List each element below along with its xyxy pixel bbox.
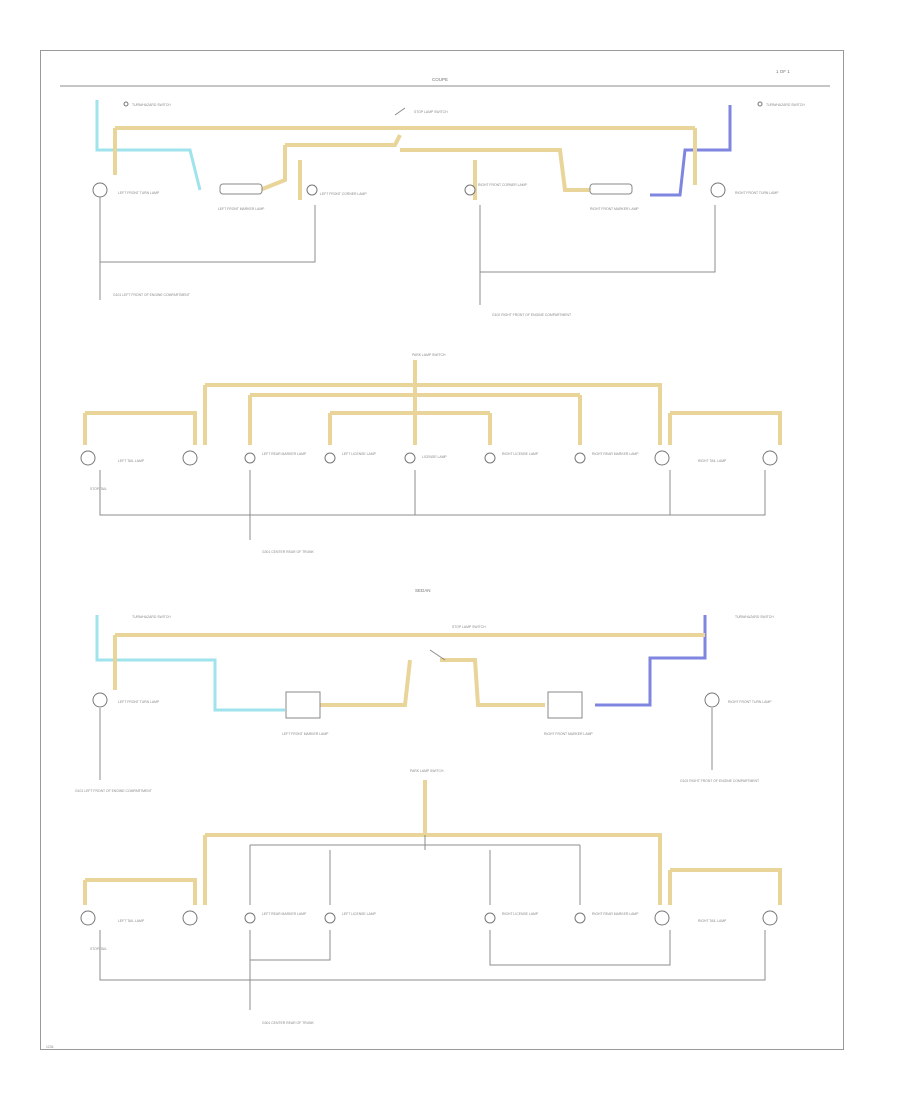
label-r-rear-marker: RIGHT REAR MARKER LAMP [592,452,639,456]
ground-wires-1 [99,197,716,305]
label-right-tail: RIGHT TAIL LAMP [698,459,727,463]
wire-dk-blue-right-3 [595,615,707,707]
wire-yellow-park [83,360,782,445]
wire-yellow-r2 [400,148,590,192]
lamp-right-license [484,452,496,464]
label-rf-corner: RIGHT FRONT CORNER LAMP [478,183,528,187]
section-title-sedan: SEDAN [415,588,431,593]
lamp-left-front-turn [92,182,108,198]
switch-contact-3 [429,649,446,661]
lamp-left-front-turn-3 [92,692,108,708]
lamp-license [404,452,416,464]
lamp-right-license-4 [484,912,496,924]
lamp-left-stop-tail [80,450,96,466]
label-left-tail-4: LEFT TAIL LAMP [118,919,145,923]
ground-wires-2 [99,470,766,540]
lamp-left-stop-tail-4 [80,910,96,926]
page-label: 1 OF 1 [776,69,790,74]
stop-lamp-switch-icon [123,101,129,107]
diagram-frame [40,50,844,1050]
label-l-rear-marker-4: LEFT REAR MARKER LAMP [262,912,307,916]
stop-lamp-switch-icon-r [757,101,763,107]
label-turn-hazard-r: TURN/HAZARD SWITCH [766,103,805,107]
wire-yellow-l3 [259,145,287,192]
lamp-right-front-corner [464,184,476,196]
label-park-lamp-sw-4: PARK LAMP SWITCH [410,769,444,773]
label-lf-marker: LEFT FRONT MARKER LAMP [218,207,265,211]
lamp-right-rear-marker [574,452,586,464]
wire-park-branches-4 [249,835,581,905]
lamp-left-rear-marker-4 [244,912,256,924]
wire-dk-blue-right [650,105,732,197]
label-g101: G101 LEFT FRONT OF ENGINE COMPARTMENT [113,293,190,297]
label-stop-tail-l4: STOP/TAIL [90,947,107,951]
wire-yellow-3 [113,633,705,707]
lamp-left-front-corner [306,184,318,196]
label-rf-turn: RIGHT FRONT TURN LAMP [735,191,779,195]
label-stop-lamp-3: STOP LAMP SWITCH [452,625,486,629]
label-left-license-4: LEFT LICENSE LAMP [342,912,377,916]
wire-yellow-l2 [285,134,402,147]
label-g301-a: G301 CENTER REAR OF TRUNK [262,550,314,554]
label-turn-hazard-l3: TURN/HAZARD SWITCH [132,615,171,619]
label-left-tail: LEFT TAIL LAMP [118,459,145,463]
label-right-tail-4: RIGHT TAIL LAMP [698,919,727,923]
wire-yellow-park-4 [83,780,782,905]
wire-lt-blue-left [95,100,202,191]
bottom-code: 1234 [46,1045,54,1049]
lamp-left-rear-marker [244,452,256,464]
label-r-rear-marker-4: RIGHT REAR MARKER LAMP [592,912,639,916]
wire-lt-blue-left-3 [95,615,285,712]
lamp-right-front-marker-3 [547,691,583,719]
label-rf-marker: RIGHT FRONT MARKER LAMP [590,207,639,211]
lamp-right-rear-marker-4 [574,912,586,924]
section-title-coupe: COUPE [432,77,448,82]
lamp-left-tail-4b [182,910,198,926]
lamp-left-license [324,452,336,464]
label-g102: G102 RIGHT FRONT OF ENGINE COMPARTMENT [492,313,571,317]
label-turn-hazard-r3: TURN/HAZARD SWITCH [735,615,774,619]
lamp-right-stop-tail-4 [654,910,670,926]
label-g102-3: G102 RIGHT FRONT OF ENGINE COMPARTMENT [680,779,759,783]
section-1-front-coupe: TURN/HAZARD SWITCH STOP LAMP SWITCH TURN… [92,100,805,317]
label-lf-turn-3: LEFT FRONT TURN LAMP [118,700,160,704]
label-turn-hazard-l: TURN/HAZARD SWITCH [132,103,171,107]
section-3-front-sedan: SEDAN STOP LAMP SWITCH TURN/HAZARD SWITC… [75,588,774,793]
label-right-license: RIGHT LICENSE LAMP [502,452,539,456]
lamp-right-front-turn [710,182,726,198]
label-stop-tail-l: STOP/TAIL [90,487,107,491]
lamp-left-tail-2 [182,450,198,466]
lamp-right-tail-4b [762,910,778,926]
ground-wires-4 [99,930,766,1010]
label-rf-marker-3: RIGHT FRONT MARKER LAMP [544,732,593,736]
label-lf-corner: LEFT FRONT CORNER LAMP [320,192,367,196]
lamp-left-license-4 [324,912,336,924]
label-license: LICENSE LAMP [422,455,447,459]
lamp-right-tail-2 [762,450,778,466]
lamp-left-front-marker-3 [285,691,321,719]
lamp-left-front-marker [219,183,263,195]
label-lf-turn: LEFT FRONT TURN LAMP [118,191,160,195]
label-park-lamp-sw: PARK LAMP SWITCH [412,353,446,357]
label-g101-3: G101 LEFT FRONT OF ENGINE COMPARTMENT [75,789,152,793]
label-l-rear-marker: LEFT REAR MARKER LAMP [262,452,307,456]
label-left-license: LEFT LICENSE LAMP [342,452,377,456]
lamp-right-front-marker [589,183,633,195]
label-g301-b: G301 CENTER REAR OF TRUNK [262,1021,314,1025]
label-rf-turn-3: RIGHT FRONT TURN LAMP [728,700,772,704]
lamp-right-stop-tail [654,450,670,466]
ground-wires-3 [99,708,713,780]
label-stop-lamp: STOP LAMP SWITCH [414,110,448,114]
section-2-rear-coupe: PARK LAMP SWITCH STOP/TAIL LEFT TAIL LAM… [80,353,782,554]
lamp-right-front-turn-3 [704,692,720,708]
label-lf-marker-3: LEFT FRONT MARKER LAMP [282,732,329,736]
section-4-rear-sedan: PARK LAMP SWITCH LEFT TAIL LAMP STOP/TAI… [80,769,782,1025]
switch-contact-1 [394,107,406,116]
label-right-license-4: RIGHT LICENSE LAMP [502,912,539,916]
